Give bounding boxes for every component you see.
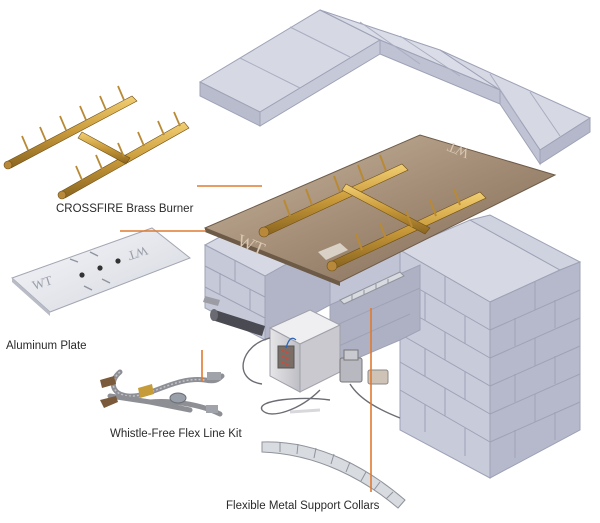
brass-burner-product bbox=[3, 85, 190, 200]
control-box bbox=[268, 309, 342, 393]
flex-line-kit bbox=[100, 369, 225, 417]
wiring bbox=[242, 337, 401, 419]
pilot-tube bbox=[203, 296, 265, 336]
leader-lines bbox=[120, 185, 372, 492]
label-crossfire-burner: CROSSFIRE Brass Burner bbox=[56, 203, 194, 215]
plate-logo-right: WT bbox=[126, 243, 150, 264]
label-aluminum-plate: Aluminum Plate bbox=[6, 340, 87, 352]
plate-logo-left: WT bbox=[30, 272, 54, 293]
label-support-collars: Flexible Metal Support Collars bbox=[226, 500, 380, 512]
gas-valve bbox=[339, 349, 389, 385]
support-collars bbox=[261, 271, 406, 509]
label-flex-line-kit: Whistle-Free Flex Line Kit bbox=[110, 428, 242, 440]
installed-brass-burner bbox=[258, 154, 487, 272]
aluminum-plate: WT WT bbox=[11, 227, 191, 316]
top-cap-blocks bbox=[198, 9, 592, 166]
